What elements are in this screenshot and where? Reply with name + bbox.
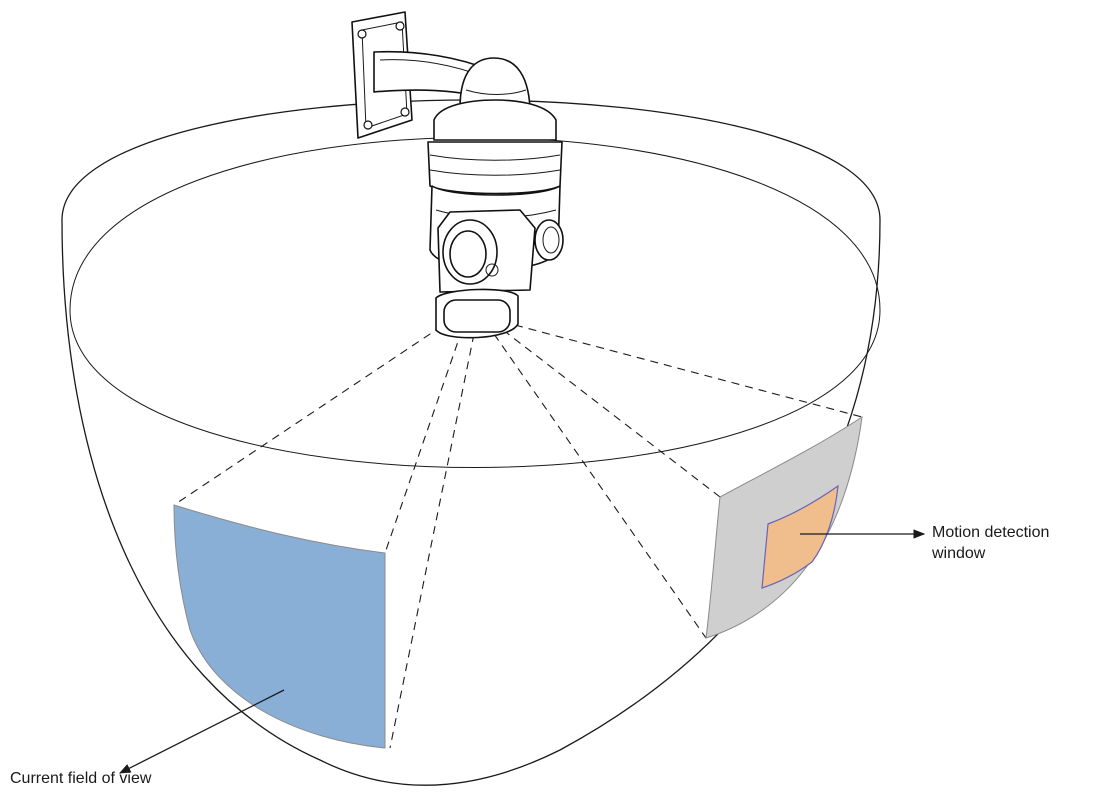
ptz-dome-camera-with-wall-mount-icon xyxy=(351,11,564,339)
motion-detection-window-region xyxy=(761,484,839,589)
field-of-view-arrow xyxy=(118,689,285,774)
motion-detection-label-line-1: Motion detection xyxy=(932,524,1050,541)
motion-detection-panel xyxy=(705,415,863,639)
horizon-ellipse xyxy=(69,137,881,468)
current-field-of-view-region xyxy=(173,504,386,749)
motion-detection-label-line-2: window xyxy=(932,545,986,562)
current-field-of-view-label: Current field of view xyxy=(10,770,152,787)
motion-detection-window-label: Motion detection window xyxy=(932,522,1049,564)
callout-arrows xyxy=(118,529,926,774)
projection-lines xyxy=(173,324,863,749)
